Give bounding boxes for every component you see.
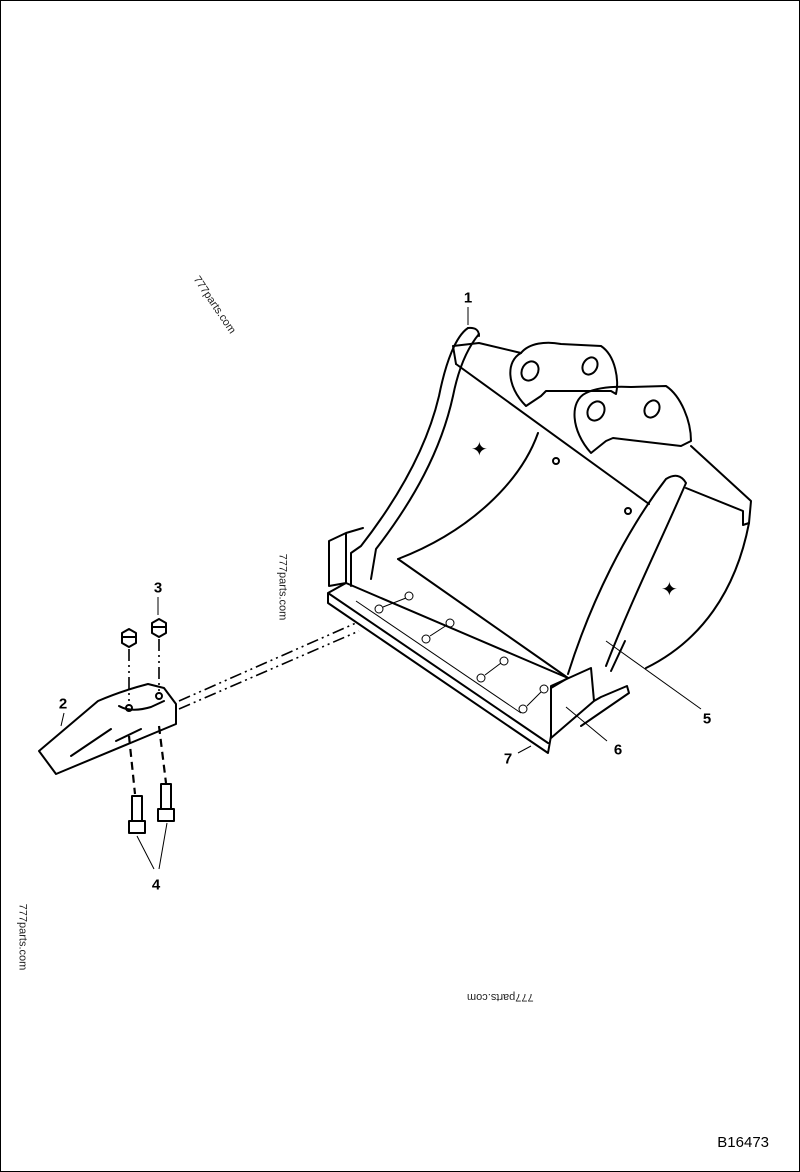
- bolt: [128, 783, 175, 834]
- left-block: [328, 527, 364, 587]
- nut: [121, 618, 167, 648]
- drawing-number: B16473: [717, 1134, 769, 1151]
- tooth: [38, 683, 177, 775]
- logo-mark: ✦: [661, 577, 678, 601]
- watermark: 777parts.com: [276, 553, 289, 621]
- watermark: 777parts.com: [467, 991, 534, 1003]
- bucket-top-edge: [452, 342, 522, 365]
- callout-4: 4: [151, 876, 161, 894]
- assembly-centerline: [178, 622, 357, 702]
- mounting-ear: [509, 341, 619, 407]
- logo-mark: ✦: [471, 437, 488, 461]
- bucket-shell: [645, 522, 750, 669]
- watermark: 777parts.com: [16, 903, 29, 971]
- callout-7: 7: [503, 750, 513, 768]
- callout-1: 1: [463, 289, 473, 307]
- callout-6: 6: [613, 741, 623, 759]
- left-side-plate: [350, 327, 469, 587]
- leader-lines: [60, 307, 702, 870]
- bucket-floor-edge: [397, 558, 569, 679]
- callout-5: 5: [702, 710, 712, 728]
- cutting-edge: [327, 582, 569, 754]
- cutting-edge-holes: [374, 591, 549, 714]
- right-side-plate: [567, 474, 687, 675]
- callout-3: 3: [153, 579, 163, 597]
- callout-2: 2: [58, 695, 68, 713]
- bucket-assembly: ✦ ✦: [327, 326, 752, 754]
